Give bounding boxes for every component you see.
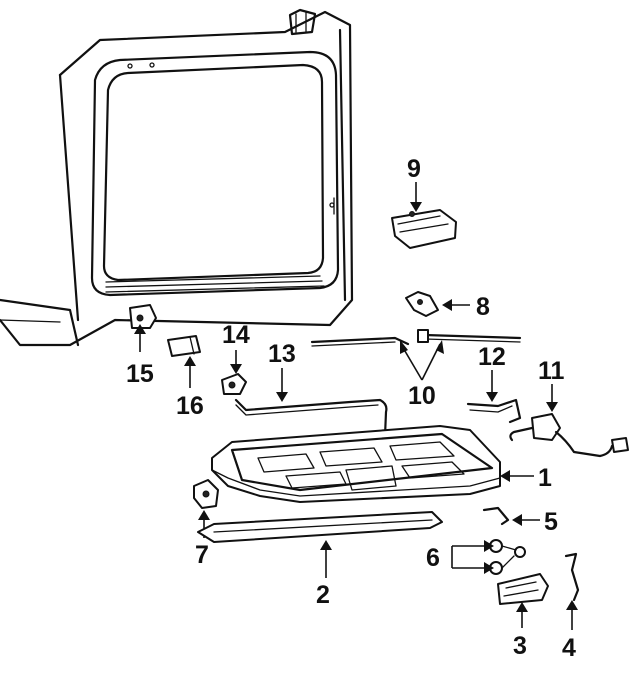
part-9-module bbox=[391, 182, 457, 249]
vehicle-body-opening bbox=[0, 8, 354, 347]
part-1-liftgate-panel bbox=[211, 425, 534, 503]
callout-4: 4 bbox=[562, 634, 576, 662]
part-6-fasteners bbox=[451, 539, 526, 575]
callout-13: 13 bbox=[268, 340, 296, 368]
callout-2: 2 bbox=[316, 581, 330, 609]
part-16-bumper-pad bbox=[167, 335, 201, 388]
part-4-link-rod bbox=[564, 552, 580, 630]
callout-8: 8 bbox=[476, 293, 490, 321]
part-13-release-rod bbox=[234, 368, 388, 462]
callout-1: 1 bbox=[538, 464, 552, 492]
part-5-clip bbox=[482, 506, 540, 526]
callout-16: 16 bbox=[176, 392, 204, 420]
callout-7: 7 bbox=[195, 541, 209, 569]
part-7-handle bbox=[193, 479, 219, 538]
part-2-molding bbox=[197, 511, 443, 578]
callout-10: 10 bbox=[408, 382, 436, 410]
callout-9: 9 bbox=[407, 155, 421, 183]
callout-14: 14 bbox=[222, 321, 250, 349]
part-8-bracket bbox=[405, 291, 470, 317]
callout-3: 3 bbox=[513, 632, 527, 660]
part-14-latch bbox=[221, 350, 247, 395]
part-3-latch-bracket bbox=[497, 573, 549, 628]
part-12-rod bbox=[466, 370, 522, 424]
part-15-striker bbox=[129, 304, 157, 352]
callout-15: 15 bbox=[126, 360, 154, 388]
callout-5: 5 bbox=[544, 508, 558, 536]
part-10-struts bbox=[310, 329, 522, 381]
part-11-lock-actuator bbox=[509, 384, 629, 458]
callout-11: 11 bbox=[538, 357, 565, 385]
callout-6: 6 bbox=[426, 544, 440, 572]
callout-12: 12 bbox=[478, 343, 506, 371]
